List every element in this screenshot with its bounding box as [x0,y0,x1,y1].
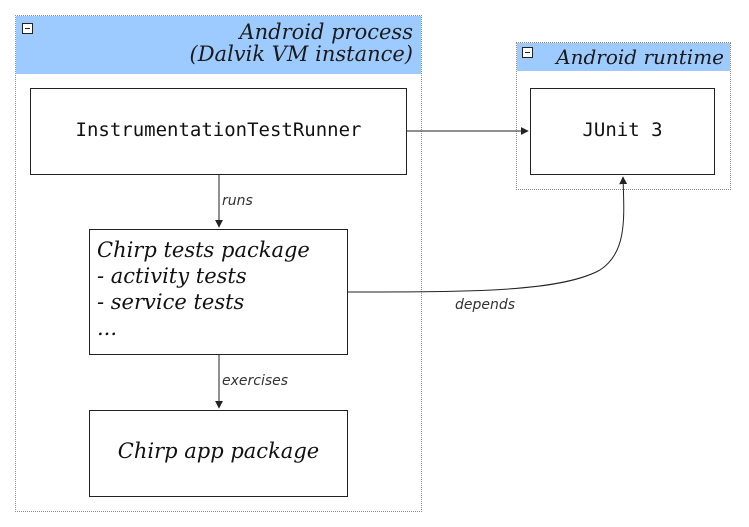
instrumentation-test-runner-node[interactable]: InstrumentationTestRunner [30,88,407,175]
instrumentation-test-runner-label: InstrumentationTestRunner [75,119,362,141]
edge-label-depends: depends [455,297,516,313]
junit-node[interactable]: JUnit 3 [530,88,715,175]
chirp-app-package-node[interactable]: Chirp app package [89,410,348,497]
chirp-tests-package-node[interactable]: Chirp tests package - activity tests - s… [89,229,348,355]
android-process-header: Android process (Dalvik VM instance) [16,16,421,74]
edge-label-runs: runs [222,193,253,209]
chirp-app-package-label: Chirp app package [117,439,320,463]
chirp-tests-package-label: Chirp tests package - activity tests - s… [97,238,310,340]
collapse-process-icon[interactable] [22,23,33,34]
android-runtime-header: Android runtime [517,43,730,71]
android-process-title: Android process (Dalvik VM instance) [189,20,413,66]
android-runtime-title: Android runtime [556,45,724,69]
edge-depends [347,176,628,293]
edge-label-exercises: exercises [222,373,289,389]
junit-label: JUnit 3 [582,119,663,141]
collapse-runtime-icon[interactable] [522,47,533,58]
